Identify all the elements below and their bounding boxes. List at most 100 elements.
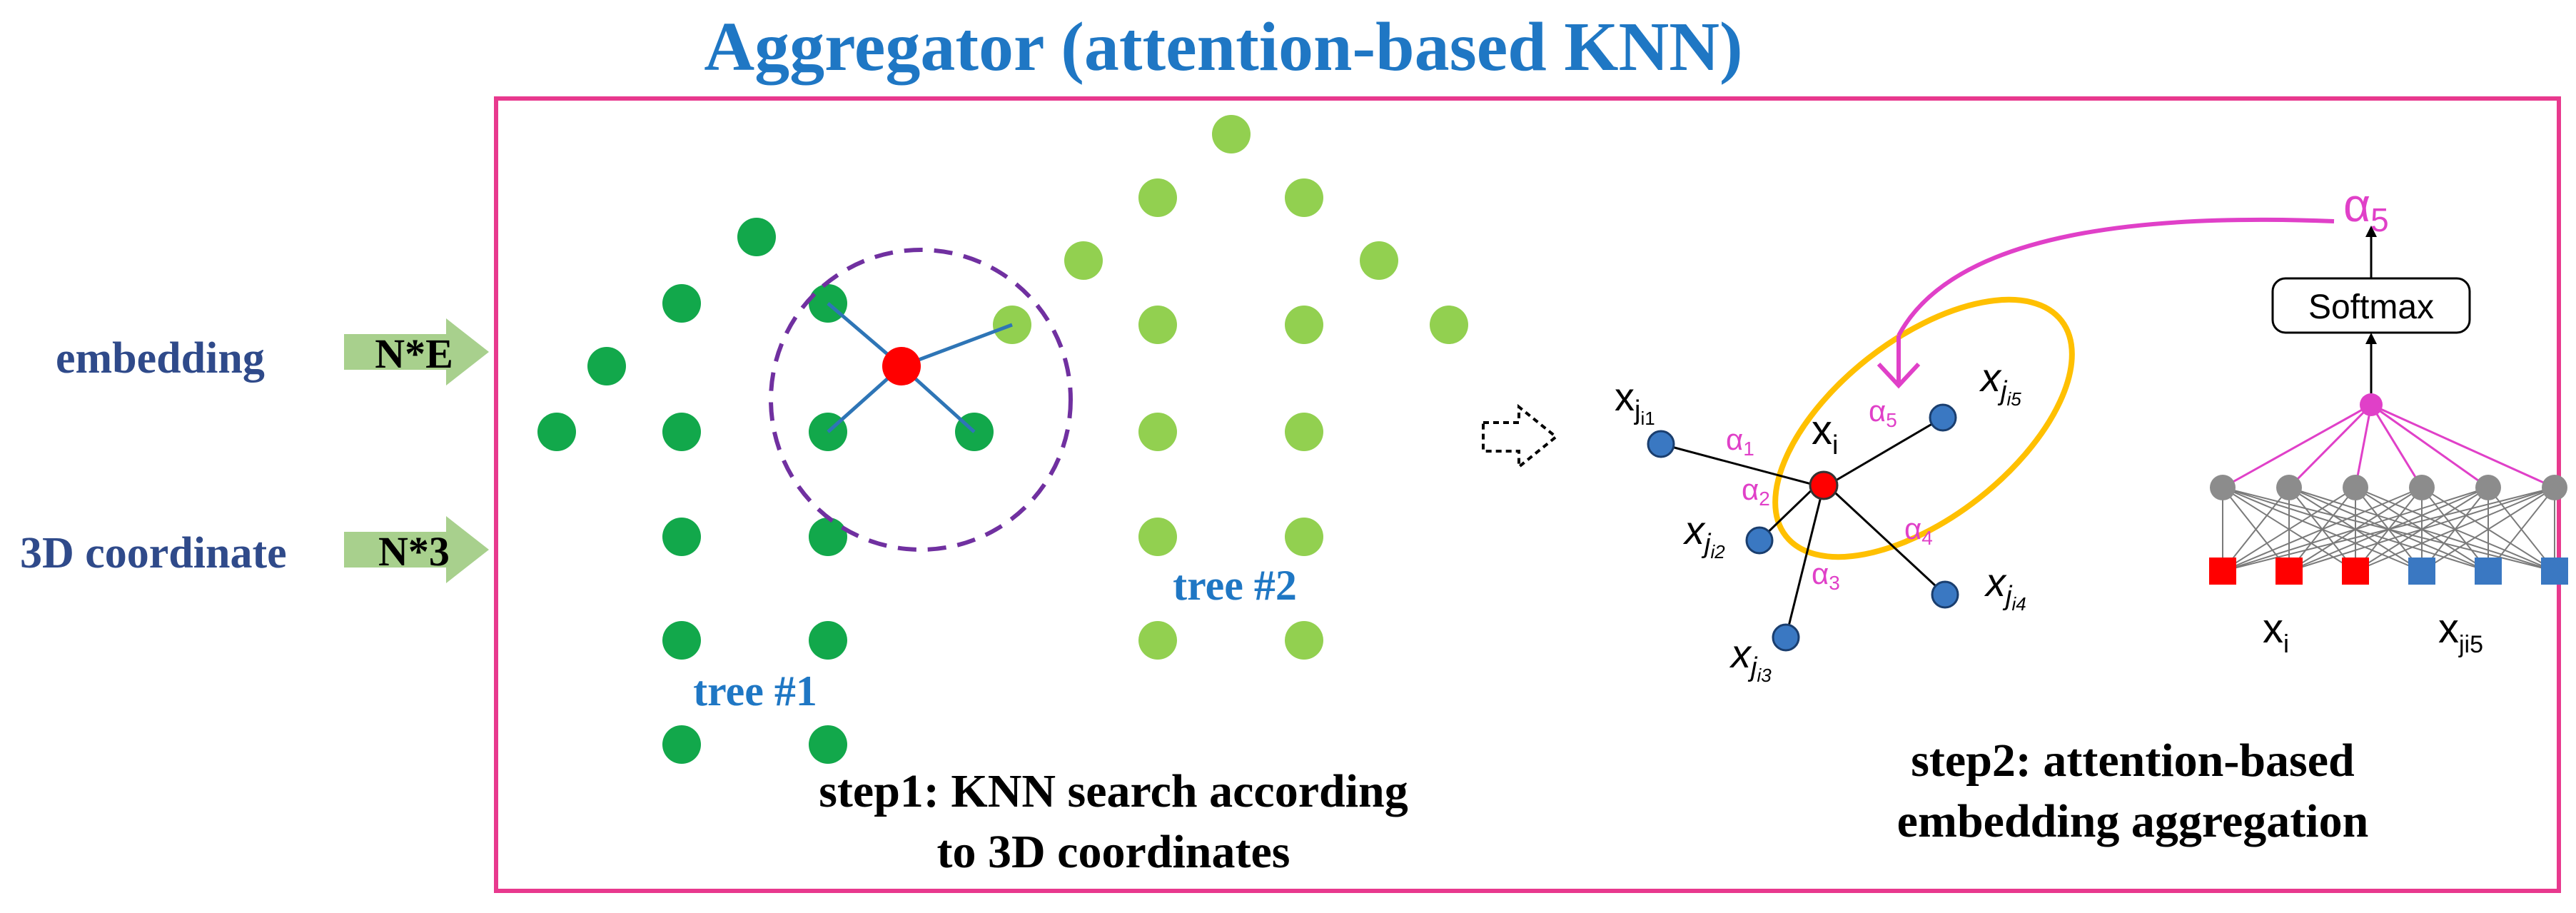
- embedding-arrow: [344, 318, 489, 385]
- input-layer: [2209, 558, 2568, 585]
- hidden-node: [2210, 475, 2236, 500]
- tree2-point: [1285, 413, 1323, 451]
- knn-edge: [901, 323, 1013, 368]
- center-node: [1809, 470, 1839, 500]
- neighbour-edge: [1784, 485, 1825, 638]
- tree2-point: [1212, 115, 1251, 153]
- attention-connection: [2354, 404, 2373, 488]
- dense-connection: [2222, 487, 2356, 572]
- alpha-weight-2: α2: [1742, 473, 1770, 510]
- input-xi-label: xi: [2263, 605, 2289, 658]
- alpha5-feedback-arrowhead: [1877, 362, 1921, 389]
- step2-caption-line1: step2: attention-based: [1911, 735, 2355, 787]
- tree2-point: [1138, 621, 1177, 660]
- tree1-point: [587, 347, 626, 385]
- diagram-title: Aggregator (attention-based KNN): [704, 9, 1742, 86]
- tree1-point: [662, 621, 701, 660]
- tree2-point: [1138, 413, 1177, 451]
- neighbour-node: [1647, 430, 1675, 458]
- hidden-node: [2475, 475, 2501, 500]
- tree1-point: [809, 725, 847, 764]
- neighbour-label-4: xji4: [1984, 560, 2026, 615]
- query-point: [882, 347, 921, 385]
- tree2-point: [1285, 306, 1323, 344]
- dense-connection: [2288, 487, 2555, 572]
- tree2-point: [1138, 178, 1177, 217]
- tree2-label: tree #2: [1173, 562, 1297, 609]
- tree2-point: [1138, 518, 1177, 556]
- dense-connection: [2222, 487, 2555, 572]
- attention-connection: [2370, 404, 2423, 488]
- alpha-weight-4: α4: [1904, 512, 1933, 549]
- neighbour-node: [1772, 623, 1800, 652]
- tree1-point: [737, 218, 776, 256]
- embedding-shape: N*E: [375, 331, 453, 377]
- hidden-node: [2542, 475, 2567, 500]
- input-feature-xji5: [2475, 558, 2502, 585]
- neighbour-edge: [1660, 443, 1817, 487]
- score-to-softmax-arrowhead: [2365, 333, 2377, 344]
- hidden-node: [2409, 475, 2435, 500]
- neighbour-edge: [1827, 416, 1944, 487]
- softmax-label: Softmax: [2308, 288, 2434, 326]
- tree2-point: [1064, 241, 1103, 280]
- tree1-point: [662, 284, 701, 323]
- neighbour-label-2: xji2: [1682, 508, 1725, 563]
- tree1-point: [662, 518, 701, 556]
- alpha5-feedback-curve: [1896, 217, 2335, 337]
- step-transition-arrow: [1482, 403, 1559, 470]
- attention-output-connections: [2222, 403, 2555, 489]
- attention-ellipse: [1772, 296, 2075, 560]
- alpha-weight-1: α1: [1726, 423, 1754, 460]
- output-alpha5-label: α5: [2343, 178, 2389, 238]
- attention-connection: [2370, 403, 2555, 489]
- step2-neighbour-graph: xi xji1 xji2 xji3 xji4 xji5 α1 α2 α3 α4 …: [1615, 217, 2335, 686]
- tree2-point: [1285, 621, 1323, 660]
- tree2-point: [1138, 306, 1177, 344]
- dense-connections: [2222, 487, 2555, 572]
- input-feature-xi: [2209, 558, 2236, 585]
- dense-connection: [2222, 487, 2290, 572]
- tree1-point: [662, 413, 701, 451]
- embedding-label: embedding: [56, 334, 265, 383]
- dense-connection: [2222, 487, 2423, 572]
- attention-connection: [2222, 403, 2372, 489]
- input-feature-xji5: [2541, 558, 2568, 585]
- coordinate-shape: N*3: [378, 528, 450, 575]
- coordinate-arrow: [344, 516, 489, 583]
- input-feature-xi: [2342, 558, 2369, 585]
- hidden-layer: [2210, 475, 2567, 500]
- attention-connection: [2370, 403, 2489, 489]
- tree2-point: [1285, 178, 1323, 217]
- alpha-weight-3: α3: [1812, 557, 1840, 594]
- input-feature-xji5: [2408, 558, 2435, 585]
- neighbour-node: [1929, 403, 1957, 432]
- hidden-node: [2343, 475, 2368, 500]
- step1-panel: tree #1 tree #2 step1: KNN search accord…: [537, 115, 1468, 878]
- knn-radius-circle: [769, 248, 1073, 552]
- tree2-point: [1430, 306, 1468, 344]
- tree1-point: [662, 725, 701, 764]
- dense-connection: [2355, 487, 2555, 572]
- step1-caption-line1: step1: KNN search according: [819, 765, 1408, 817]
- neighbour-edge: [1826, 484, 1946, 596]
- attention-score-node: [2360, 393, 2383, 416]
- dense-connection: [2421, 487, 2555, 572]
- tree2-points: [993, 115, 1468, 660]
- step1-caption-line2: to 3D coordinates: [937, 826, 1290, 878]
- tree1-points: [537, 218, 994, 764]
- tree1-point: [809, 621, 847, 660]
- neighbour-label-3: xji3: [1729, 631, 1772, 686]
- tree1-point: [537, 413, 576, 451]
- neighbour-label-5: xji5: [1979, 355, 2021, 410]
- neighbour-label-1: xji1: [1615, 374, 1655, 429]
- attention-connection: [2288, 403, 2373, 489]
- alpha-weight-5: α5: [1869, 394, 1897, 431]
- neighbour-node: [1745, 526, 1774, 555]
- softmax-to-output-arrowhead: [2365, 226, 2377, 237]
- dense-connection: [2222, 487, 2489, 572]
- input-xji5-label: xji5: [2438, 605, 2483, 658]
- dense-connection: [2487, 487, 2555, 572]
- hidden-node: [2276, 475, 2302, 500]
